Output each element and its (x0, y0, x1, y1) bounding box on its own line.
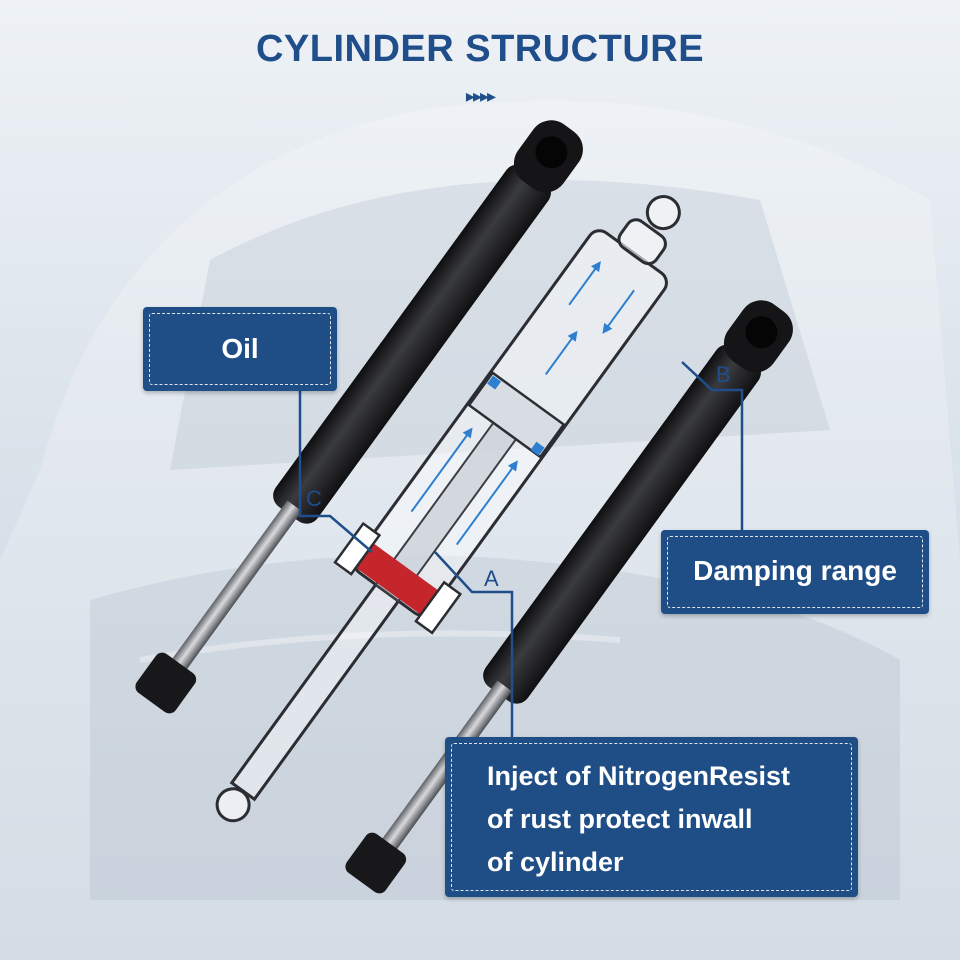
left-gas-strut (135, 120, 583, 714)
page-title: CYLINDER STRUCTURE (255, 28, 705, 70)
damping-range-callout: Damping range (661, 530, 929, 614)
chevron-right-icon: ▸▸▸▸ (465, 86, 496, 106)
cutaway-cylinder (215, 195, 681, 823)
callout-border (149, 313, 331, 385)
oil-callout: Oil (143, 307, 337, 391)
nitrogen-label: Inject of NitrogenResist of rust protect… (487, 761, 791, 877)
damping-range-label: Damping range (693, 555, 897, 586)
oil-label: Oil (221, 333, 259, 364)
marker-a: A (484, 566, 499, 591)
leader-lines (298, 361, 744, 737)
callout-border (667, 536, 923, 608)
marker-b: B (716, 362, 731, 387)
callout-border (451, 743, 852, 891)
nitrogen-callout: Inject of NitrogenResist of rust protect… (445, 737, 858, 897)
marker-c: C (306, 486, 322, 511)
